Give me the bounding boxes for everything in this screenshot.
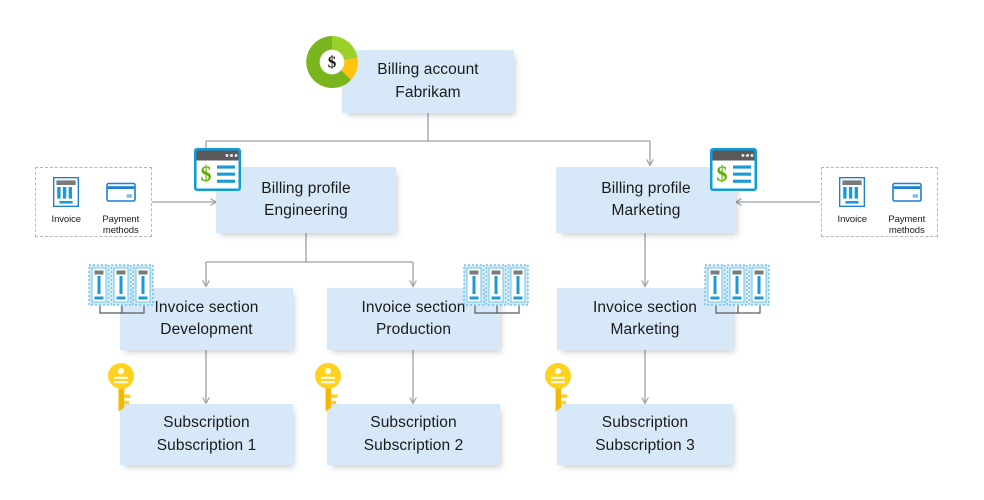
subscription-1-line1: Subscription: [163, 414, 250, 432]
node-billing-account[interactable]: Billing account Fabrikam: [342, 50, 514, 113]
group-left-billing-artifacts: Invoice Payment methods: [35, 167, 152, 237]
invoice-section-marketing-line2: Marketing: [610, 321, 680, 338]
invoice-section-marketing-line1: Invoice section: [592, 298, 698, 316]
key-icon: [312, 362, 344, 412]
node-subscription-1[interactable]: Subscription Subscription 1: [120, 404, 293, 465]
subscription-2-line2: Subscription 2: [363, 436, 464, 454]
group-item-invoice[interactable]: Invoice: [44, 176, 89, 226]
node-billing-profile-engineering[interactable]: Billing profile Engineering: [216, 167, 396, 233]
billing-profile-icon: $: [193, 147, 242, 192]
invoice-section-production-line1: Invoice section: [361, 298, 466, 316]
invoice-section-icon: [88, 264, 156, 319]
key-icon: [542, 362, 574, 412]
invoice-section-icon: [463, 264, 531, 319]
node-billing-profile-marketing[interactable]: Billing profile Marketing: [556, 167, 736, 233]
svg-text:$: $: [201, 161, 212, 186]
group-item-payment-methods[interactable]: Payment methods: [885, 177, 930, 237]
invoice-icon: [53, 176, 80, 212]
billing-profile-marketing-line2: Marketing: [611, 202, 681, 219]
invoice-label: Invoice: [837, 214, 868, 225]
invoice-section-production-line2: Production: [375, 321, 452, 338]
svg-text:$: $: [717, 161, 728, 186]
payment-methods-label: Payment methods: [888, 214, 926, 236]
billing-profile-marketing-line1: Billing profile: [601, 179, 691, 197]
billing-profile-engineering-line1: Billing profile: [261, 179, 351, 197]
node-subscription-2[interactable]: Subscription Subscription 2: [327, 404, 500, 465]
group-item-invoice[interactable]: Invoice: [830, 176, 875, 226]
invoice-section-icon: [704, 264, 772, 319]
group-right-billing-artifacts: Invoice Payment methods: [821, 167, 938, 237]
credit-card-icon: [891, 177, 922, 212]
key-icon: [105, 362, 137, 412]
invoice-section-development-line2: Development: [160, 321, 253, 338]
node-invoice-section-marketing[interactable]: Invoice section Marketing: [557, 288, 733, 350]
group-item-payment-methods[interactable]: Payment methods: [99, 177, 144, 237]
credit-card-icon: [105, 177, 136, 212]
billing-account-donut-icon: $: [303, 33, 361, 91]
billing-profile-icon: $: [709, 147, 758, 192]
billing-account-line2: Fabrikam: [395, 83, 461, 101]
billing-profile-engineering-line2: Engineering: [264, 202, 348, 219]
invoice-label: Invoice: [51, 214, 82, 225]
node-subscription-3[interactable]: Subscription Subscription 3: [557, 404, 733, 465]
payment-methods-label: Payment methods: [102, 214, 140, 236]
billing-account-line1: Billing account: [377, 61, 479, 79]
invoice-section-development-line1: Invoice section: [154, 298, 259, 316]
subscription-1-line2: Subscription 1: [156, 436, 257, 454]
subscription-3-line2: Subscription 3: [595, 436, 695, 454]
svg-text:$: $: [328, 53, 337, 72]
subscription-2-line1: Subscription: [370, 414, 457, 432]
invoice-icon: [839, 176, 866, 212]
subscription-3-line1: Subscription: [601, 414, 689, 432]
